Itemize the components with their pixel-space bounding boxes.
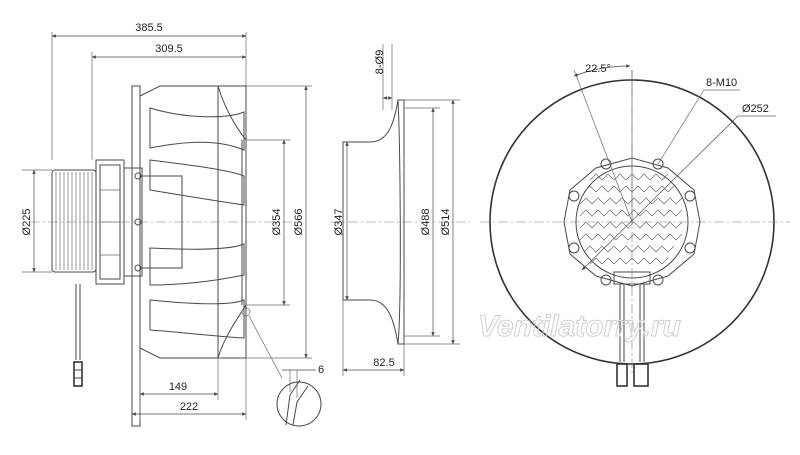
inlet-nozzle-view: 8-Ø9 Ø347 Ø488 Ø514 82.5 xyxy=(330,44,470,376)
dim-motor-diameter: Ø225 xyxy=(21,209,33,236)
dim-hub-offset: 149 xyxy=(169,381,187,393)
dim-angle: 22.5° xyxy=(585,63,611,75)
dim-detail-thickness: 6 xyxy=(318,364,324,376)
dim-nozzle-depth: 82.5 xyxy=(373,357,394,369)
dim-bolt-circle-diameter: Ø252 xyxy=(742,103,769,115)
front-view: 22.5° 8-M10 Ø252 xyxy=(480,63,790,387)
dim-flange-offset: 222 xyxy=(180,401,198,413)
motor-flange xyxy=(563,157,701,287)
dim-nozzle-inner-diameter: Ø347 xyxy=(333,209,345,236)
dim-impeller-outer-diameter: Ø566 xyxy=(293,209,305,236)
side-view: 385.5 309.5 Ø225 Ø354 Ø566 149 222 xyxy=(21,22,324,427)
backplate xyxy=(131,85,141,427)
dim-nozzle-mid-diameter: Ø488 xyxy=(420,209,432,236)
dim-nozzle-outer-diameter: Ø514 xyxy=(440,209,452,236)
dim-bolt-spec: 8-M10 xyxy=(706,77,737,89)
motor-cable xyxy=(73,284,83,387)
dim-overall-length: 385.5 xyxy=(135,22,163,34)
dim-impeller-length: 309.5 xyxy=(155,43,183,55)
dim-nozzle-hole: 8-Ø9 xyxy=(374,50,386,74)
detail-callout: 6 xyxy=(241,307,324,427)
watermark: Ventilatorry.ru xyxy=(478,310,681,343)
dim-impeller-inner-diameter: Ø354 xyxy=(271,209,283,236)
front-cables xyxy=(616,284,649,387)
